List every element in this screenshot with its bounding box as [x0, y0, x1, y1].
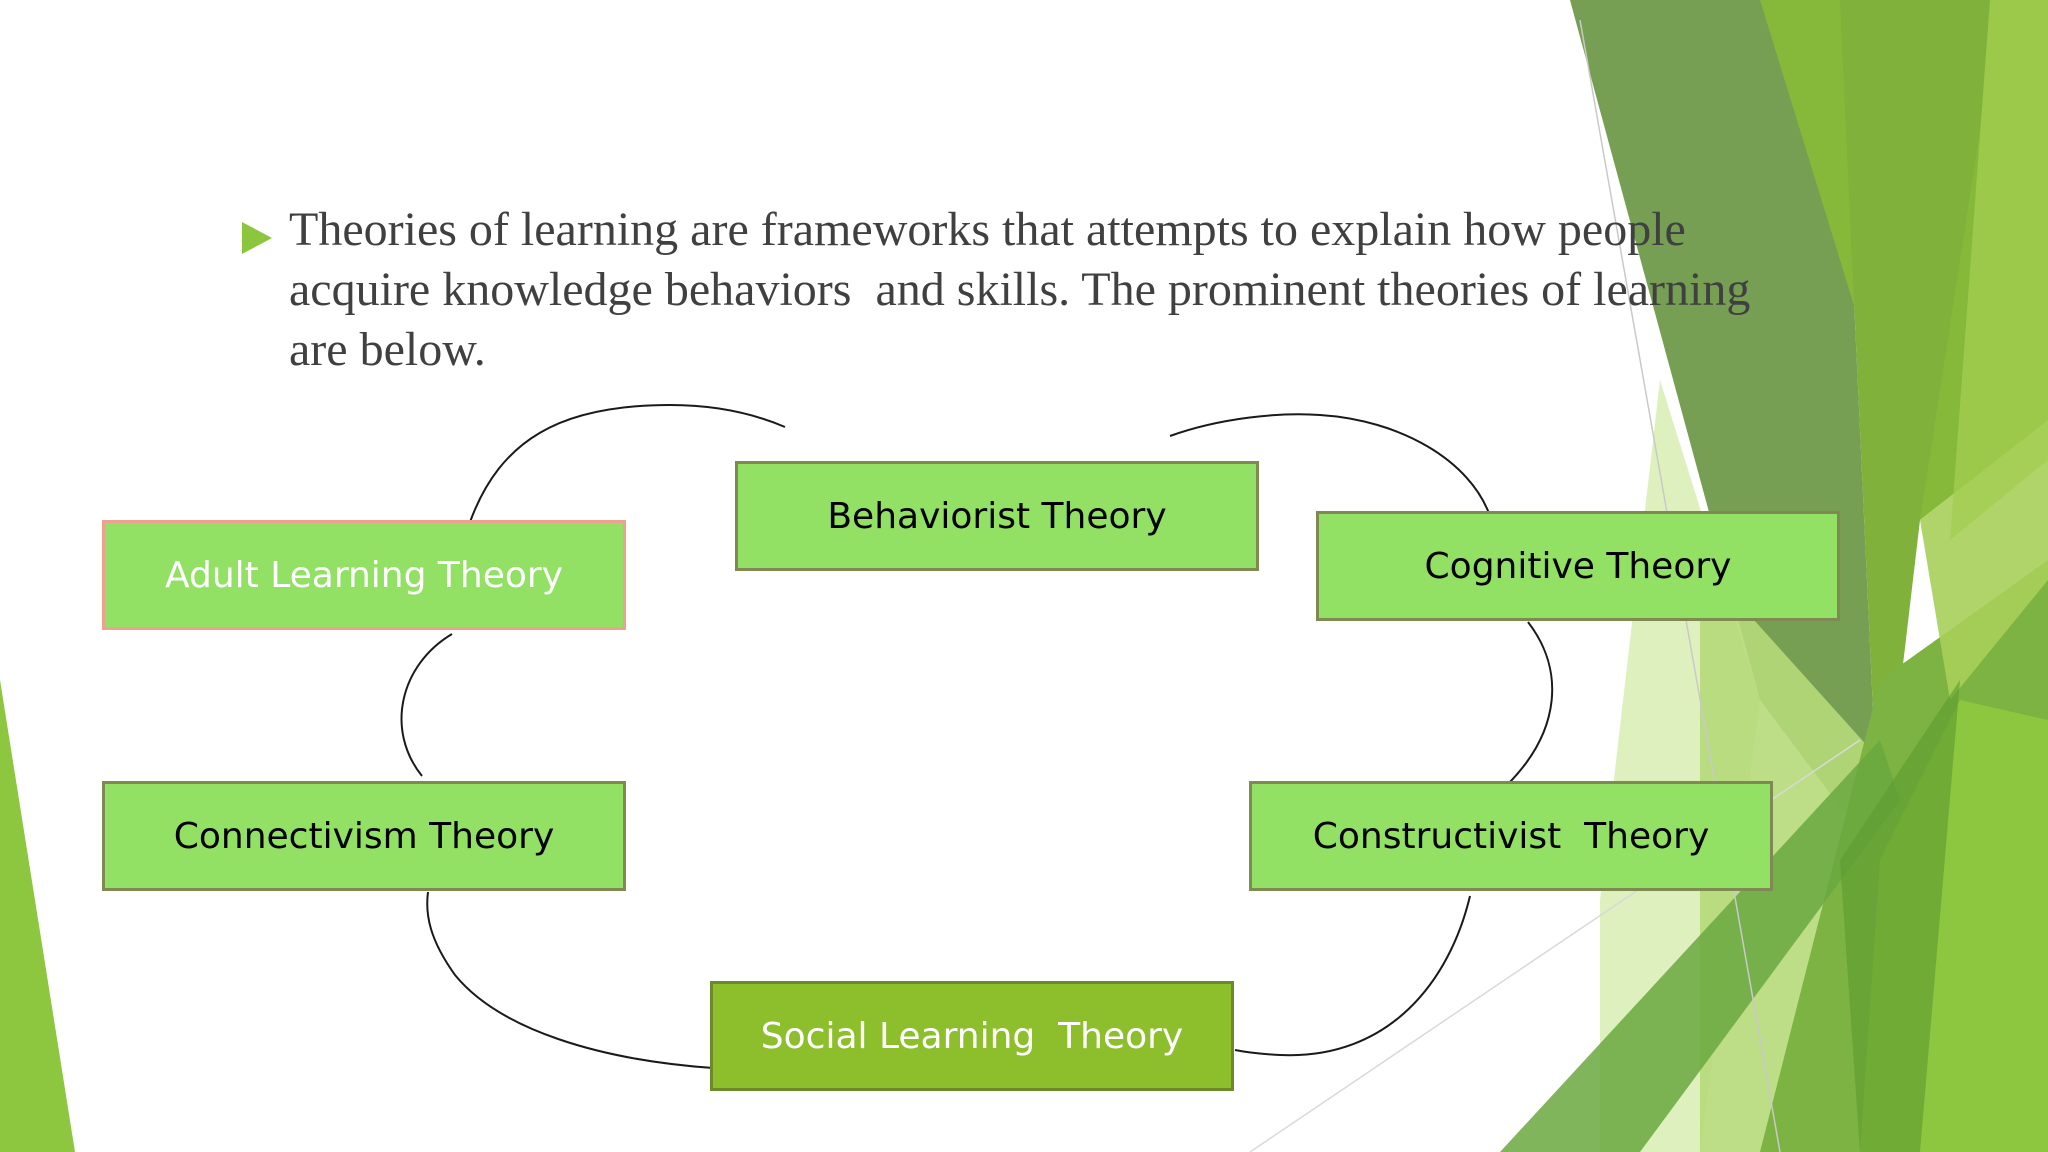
bullet-paragraph: Theories of learning are frameworks that…	[242, 200, 1802, 380]
node-label: Connectivism Theory	[173, 815, 555, 857]
node-label: Cognitive Theory	[1424, 545, 1732, 587]
node-adult-learning-theory: Adult Learning Theory	[102, 520, 626, 630]
node-label: Social Learning Theory	[760, 1015, 1184, 1057]
node-constructivist-theory: Constructivist Theory	[1249, 781, 1773, 891]
deco-facet-10	[1920, 420, 2048, 700]
deco-facet-9	[1500, 740, 1900, 1152]
connector-behaviorist-cognitive	[1169, 413, 1491, 517]
node-label: Behaviorist Theory	[827, 495, 1167, 537]
node-connectivism-theory: Connectivism Theory	[102, 781, 626, 891]
connector-constructivist-social	[1234, 895, 1471, 1057]
deco-facet-3	[1840, 0, 2000, 860]
deco-facet-4	[1950, 0, 2048, 540]
connector-adult-behaviorist	[469, 403, 786, 523]
deco-facet-11	[1840, 680, 1960, 1152]
bullet-text: Theories of learning are frameworks that…	[289, 203, 1763, 376]
deco-left-strip	[0, 680, 75, 1152]
node-behaviorist-theory: Behaviorist Theory	[735, 461, 1259, 571]
connector-connectivism-adult	[400, 633, 453, 777]
connector-cognitive-constructivist	[1509, 621, 1554, 783]
node-label: Adult Learning Theory	[164, 554, 564, 596]
node-label: Constructivist Theory	[1312, 815, 1710, 857]
deco-facet-1	[1570, 0, 1880, 860]
connector-social-connectivism	[426, 891, 714, 1069]
triangle-bullet-icon	[242, 222, 272, 254]
node-cognitive-theory: Cognitive Theory	[1316, 511, 1840, 621]
node-social-learning-theory: Social Learning Theory	[710, 981, 1234, 1091]
